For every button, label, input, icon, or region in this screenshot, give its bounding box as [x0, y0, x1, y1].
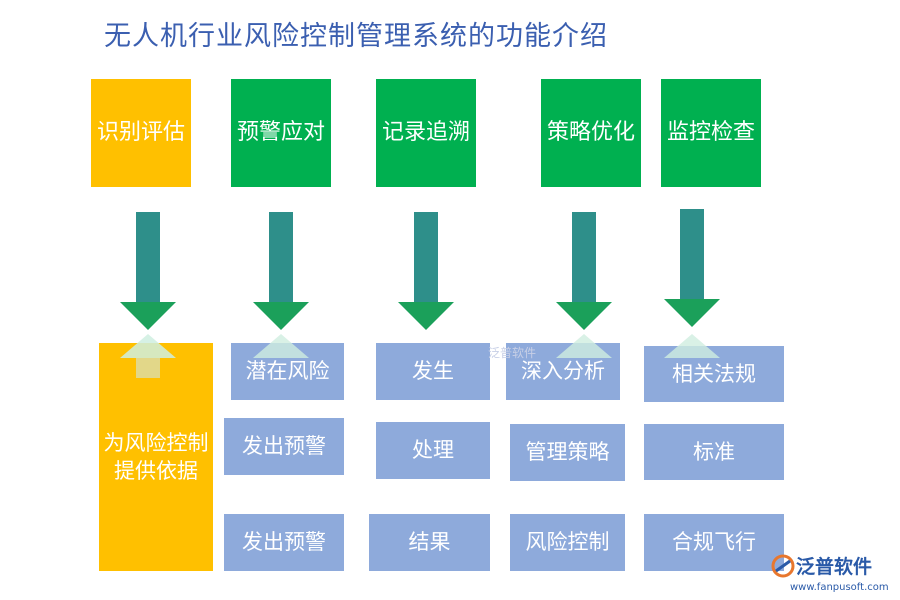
header-label: 记录追溯 — [381, 120, 470, 146]
item-box: 发生 — [376, 343, 490, 400]
brand-logo-text: 泛普软件 — [796, 556, 873, 578]
arrow-up-reflection-icon — [120, 334, 176, 378]
arrow-down-icon — [120, 212, 176, 330]
header-monitor-inspect: 监控检查 — [661, 79, 761, 187]
arrow-down-icon — [398, 212, 454, 330]
header-record-trace: 记录追溯 — [376, 79, 476, 187]
arrow-up-reflection-icon — [664, 334, 720, 358]
item-box: 管理策略 — [510, 424, 625, 481]
brand-url: www.fanpusoft.com — [790, 582, 889, 593]
arrow-down-icon — [664, 209, 720, 327]
item-box: 标准 — [644, 424, 784, 480]
page-title: 无人机行业风险控制管理系统的功能介绍 — [104, 21, 608, 52]
watermark-text: 泛普软件 — [488, 346, 537, 360]
brand-logo: 泛普软件 — [770, 552, 872, 579]
arrow-down-icon — [253, 212, 309, 330]
item-box: 结果 — [369, 514, 490, 571]
item-box: 发出预警 — [224, 418, 344, 475]
item-box: 处理 — [376, 422, 490, 479]
header-strategy-optimize: 策略优化 — [541, 79, 641, 187]
brand-logo-icon — [771, 554, 795, 577]
arrow-down-icon — [556, 212, 612, 330]
item-box: 合规飞行 — [644, 514, 784, 571]
header-label: 策略优化 — [546, 120, 635, 146]
item-box: 发出预警 — [224, 514, 344, 571]
arrow-up-reflection-icon — [253, 334, 309, 358]
header-label: 识别评估 — [96, 120, 185, 146]
header-label: 预警应对 — [236, 120, 325, 146]
header-label: 监控检查 — [666, 120, 755, 146]
header-warning-response: 预警应对 — [231, 79, 331, 187]
header-identify-assess: 识别评估 — [91, 79, 191, 187]
arrow-up-reflection-icon — [556, 334, 612, 358]
basis-box: 为风险控制 提供依据 — [99, 343, 213, 571]
item-box: 风险控制 — [510, 514, 625, 571]
